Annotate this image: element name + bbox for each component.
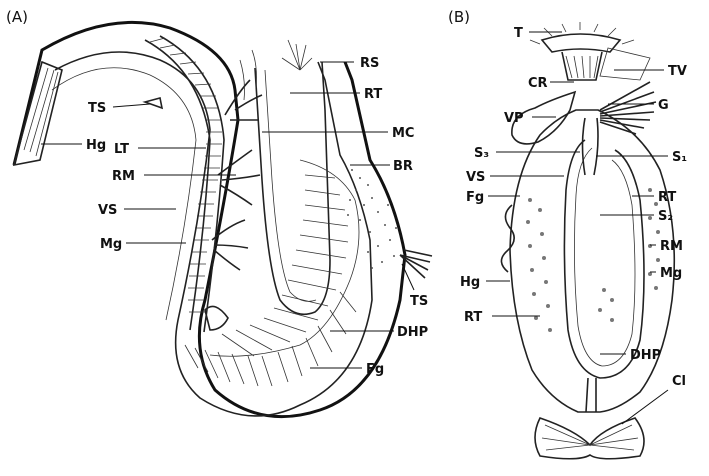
panel-a: (A) [6,8,433,419]
label-b-s2: S₂ [658,209,673,224]
label-b-hg: Hg [460,275,480,290]
label-b-s3: S₃ [474,146,489,161]
label-b-g: G [658,98,669,113]
label-b-mg: Mg [660,266,682,281]
panel-a-ts-attachment [399,249,433,279]
panel-a-title: (A) [6,8,28,26]
label-b-t: T [514,26,523,41]
panel-b-oesophagus [581,117,599,176]
panel-a-ts-left [142,97,164,110]
label-b-cl: Cl [672,374,686,389]
panel-a-longitudinal-tube [144,35,225,333]
panel-b-gills [599,81,657,135]
panel-a-outer-wall [12,20,407,419]
panel-a-rt-branches [281,39,313,71]
panel-b: (B) [448,8,687,460]
label-a-mc: MC [392,126,414,141]
panel-b-title: (B) [448,8,470,26]
label-b-dhp: DHP [630,348,661,363]
panel-a-rectal-tube [254,61,331,316]
label-b-tv: TV [668,64,687,79]
panel-a-leaders [41,61,415,369]
label-b-rt2: RT [464,310,482,325]
label-b-vp: VP [504,111,524,126]
panel-b-body [509,109,676,413]
label-b-rt1: RT [658,190,676,205]
label-a-mg: Mg [100,237,122,252]
panel-b-hindgut [500,204,515,273]
label-a-rs: RS [360,56,379,71]
label-b-cr: CR [528,76,548,91]
panel-a-br-stipple [347,169,397,269]
label-b-rm: RM [660,239,683,254]
label-a-lt: LT [114,142,129,157]
panel-b-leaders [486,31,669,425]
label-b-s1: S₁ [672,150,687,165]
panel-a-retractor-muscles [204,49,263,331]
label-b-vs: VS [466,170,485,185]
label-a-ts2: TS [410,294,428,309]
panel-b-gut-loop [563,139,645,379]
panel-a-inner-line [51,67,197,321]
panel-b-polian-vesicle [511,90,577,145]
label-a-dhp: DHP [397,325,428,340]
label-a-vs: VS [98,203,117,218]
panel-b-stipple [526,188,660,332]
label-a-rt: RT [364,87,382,102]
label-a-br: BR [393,159,413,174]
label-a-ts1: TS [88,101,106,116]
label-a-hg: Hg [86,138,106,153]
panel-a-hindgut [12,60,63,167]
label-a-fg: Fg [366,362,384,377]
panel-b-cloaca [534,377,645,460]
label-b-fg: Fg [466,190,484,205]
label-a-rm: RM [112,169,135,184]
panel-a-inner-wall [54,51,373,417]
panel-a-dhp-folds [184,159,360,387]
panel-b-tentacles [529,22,651,81]
